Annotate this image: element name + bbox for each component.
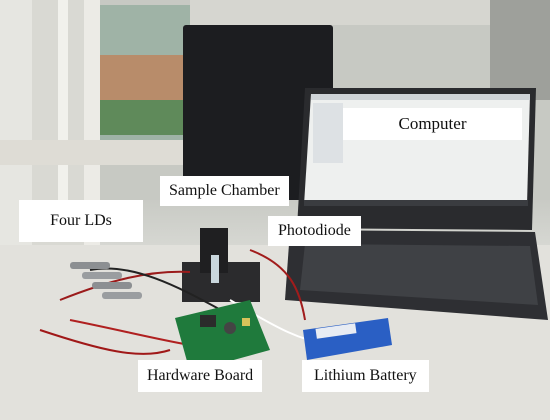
label-photodiode: Photodiode xyxy=(268,216,361,246)
pcb-chip xyxy=(200,315,216,327)
wire-red-2 xyxy=(69,319,191,346)
window-mullion xyxy=(58,0,68,225)
outside-trees xyxy=(100,100,185,135)
window-mullion-2 xyxy=(84,0,100,245)
label-four-lds: Four LDs xyxy=(19,200,143,242)
label-lithium-battery: Lithium Battery xyxy=(302,360,429,392)
battery-label xyxy=(315,323,357,339)
wire-red-4 xyxy=(249,249,306,321)
label-hardware-board: Hardware Board xyxy=(138,360,263,392)
cuvette xyxy=(211,255,219,283)
screen-taskbar xyxy=(304,200,528,206)
label-sample-chamber: Sample Chamber xyxy=(160,176,289,206)
wire-red-1 xyxy=(59,270,191,301)
wire-red-3 xyxy=(39,329,171,355)
label-computer: Computer xyxy=(343,108,522,140)
laptop-keyboard xyxy=(300,244,538,305)
laser-diode-2 xyxy=(82,272,122,279)
laser-diode-4 xyxy=(102,292,142,299)
window-sill xyxy=(0,140,200,165)
right-wall-object xyxy=(490,0,550,100)
screen-side-panel xyxy=(313,103,343,163)
monitor xyxy=(183,25,333,200)
laser-diode-3 xyxy=(92,282,132,289)
pcb-capacitor xyxy=(224,322,236,334)
pcb-component xyxy=(242,318,250,326)
screen-titlebar xyxy=(311,94,530,100)
laser-diode-1 xyxy=(70,262,110,269)
